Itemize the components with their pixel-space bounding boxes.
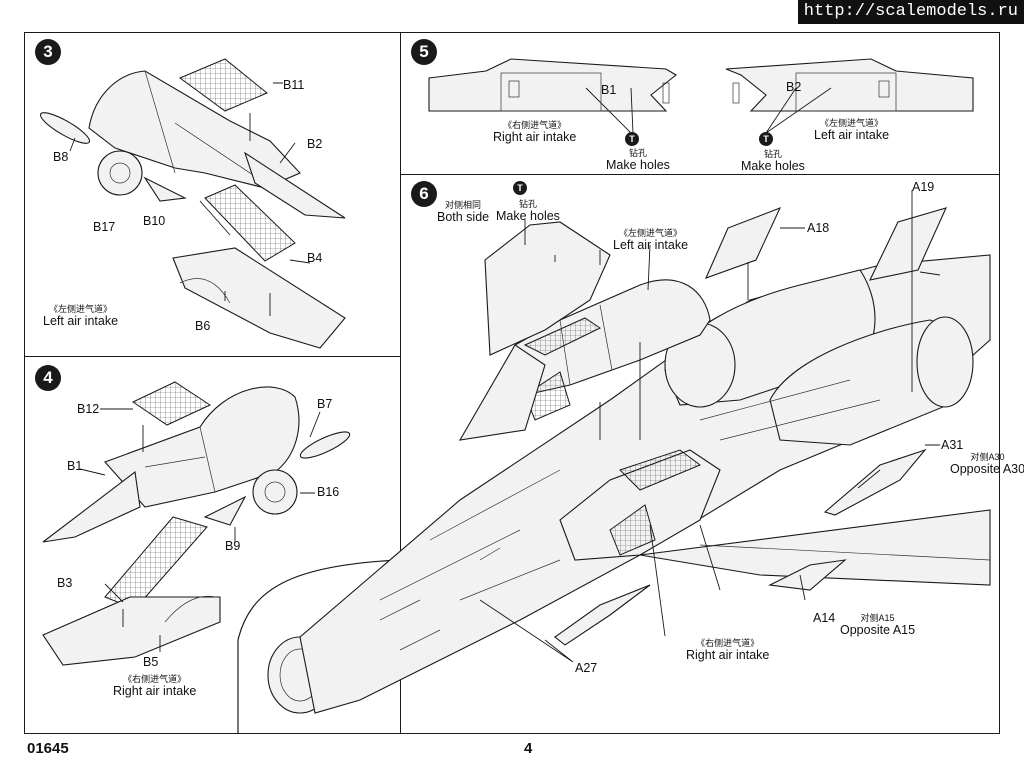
step-3-caption-en: Left air intake	[43, 314, 119, 329]
part-label-a18: A18	[807, 221, 830, 235]
step-4-badge: 4	[35, 365, 61, 391]
step-5-drill-en-left: Make holes	[741, 159, 805, 174]
step-6-badge: 6	[411, 181, 437, 207]
step-5-badge: 5	[411, 39, 437, 65]
step-6-opp-a30-en: Opposite A30	[950, 462, 1024, 477]
step-6-right-intake-en: Right air intake	[686, 648, 770, 663]
step-5-diagram	[428, 58, 974, 134]
part-label-b1: B1	[67, 459, 83, 473]
step-5-part-b2: B2	[786, 80, 802, 94]
step-6-opp-a15-en: Opposite A15	[840, 623, 916, 638]
drill-icon: T	[513, 181, 527, 195]
step-3-badge: 3	[35, 39, 61, 65]
part-label-b17: B17	[93, 220, 116, 234]
step-3-diagram	[39, 58, 346, 349]
step-6-left-intake-en: Left air intake	[613, 238, 689, 253]
catalog-number: 01645	[27, 740, 69, 757]
step-6-opposite-a15: 对侧A15 Opposite A15	[840, 613, 915, 638]
part-label-b4: B4	[307, 251, 323, 265]
step-3-caption: 《左侧进气道》 Left air intake	[43, 304, 118, 329]
step-3-panel: 3 B11 B2 B8 B17 B10 B4 B6 《左侧进气道》 Left a…	[24, 32, 402, 358]
step-5-drill-cn-right: 钻孔	[628, 148, 647, 158]
part-label-b3: B3	[57, 576, 73, 590]
part-label-b5: B5	[143, 655, 159, 669]
part-label-a31: A31	[941, 438, 964, 452]
step-5-right-caption-en: Right air intake	[493, 130, 577, 145]
part-label-b6: B6	[195, 319, 211, 333]
part-label-b12: B12	[77, 402, 100, 416]
step-6-drill-cn: 钻孔	[518, 199, 537, 209]
part-label-b11: B11	[283, 78, 305, 92]
drill-icon: T	[625, 132, 639, 146]
step-4-caption-en: Right air intake	[113, 684, 197, 699]
step-5-drill-cn-left: 钻孔	[763, 149, 782, 159]
step-4-diagram	[42, 381, 351, 666]
step-6-opposite-a30: 对侧A30 Opposite A30	[950, 452, 1024, 477]
drill-icon: T	[759, 132, 773, 146]
watermark-banner: http://scalemodels.ru	[797, 0, 1024, 24]
step-4-caption-cn: 《右侧进气道》	[123, 674, 187, 684]
step-5-drill-note-left: 钻孔 Make holes	[741, 149, 805, 174]
page-number: 4	[524, 740, 533, 757]
part-label-a14: A14	[813, 611, 836, 625]
part-label-b2: B2	[307, 137, 323, 151]
step-4-caption: 《右侧进气道》 Right air intake	[113, 674, 196, 699]
part-label-b7: B7	[317, 397, 333, 411]
step-5-right-caption: 《右侧进气道》 Right air intake	[493, 120, 576, 145]
step-6-drill-en: Make holes	[496, 209, 560, 224]
part-label-b9: B9	[225, 539, 241, 553]
step-6-opp-a15-cn: 对侧A15	[860, 613, 895, 623]
part-label-a19: A19	[912, 180, 935, 194]
step-6-both-side-cn: 对侧相同	[445, 200, 482, 210]
step-5-drill-note-right: 钻孔 Make holes	[606, 148, 670, 173]
step-5-left-caption-en: Left air intake	[814, 128, 890, 143]
step-5-drill-en-right: Make holes	[606, 158, 670, 173]
step-6-right-intake-caption: 《右侧进气道》 Right air intake	[686, 638, 769, 663]
part-label-a27: A27	[575, 661, 598, 675]
step-3-caption-cn: 《左侧进气道》	[49, 304, 113, 314]
part-label-b16: B16	[317, 485, 340, 499]
step-6-opp-a30-cn: 对侧A30	[970, 452, 1005, 462]
step-6-right-intake-cn: 《右侧进气道》	[696, 638, 760, 648]
part-label-b8: B8	[53, 150, 69, 164]
step-6-left-intake-cn: 《左侧进气道》	[619, 228, 683, 238]
step-5-right-caption-cn: 《右侧进气道》	[503, 120, 567, 130]
step-5-left-caption: 《左侧进气道》 Left air intake	[814, 118, 889, 143]
step-6-drill-note: 钻孔 Make holes	[496, 199, 560, 224]
step-6-both-side-note: 对侧相同 Both side	[437, 200, 489, 225]
step-6-both-side-en: Both side	[437, 210, 490, 225]
step-6-left-intake-caption: 《左侧进气道》 Left air intake	[613, 228, 688, 253]
step-5-left-caption-cn: 《左侧进气道》	[820, 118, 884, 128]
step-5-part-b1: B1	[601, 83, 617, 97]
part-label-b10: B10	[143, 214, 166, 228]
